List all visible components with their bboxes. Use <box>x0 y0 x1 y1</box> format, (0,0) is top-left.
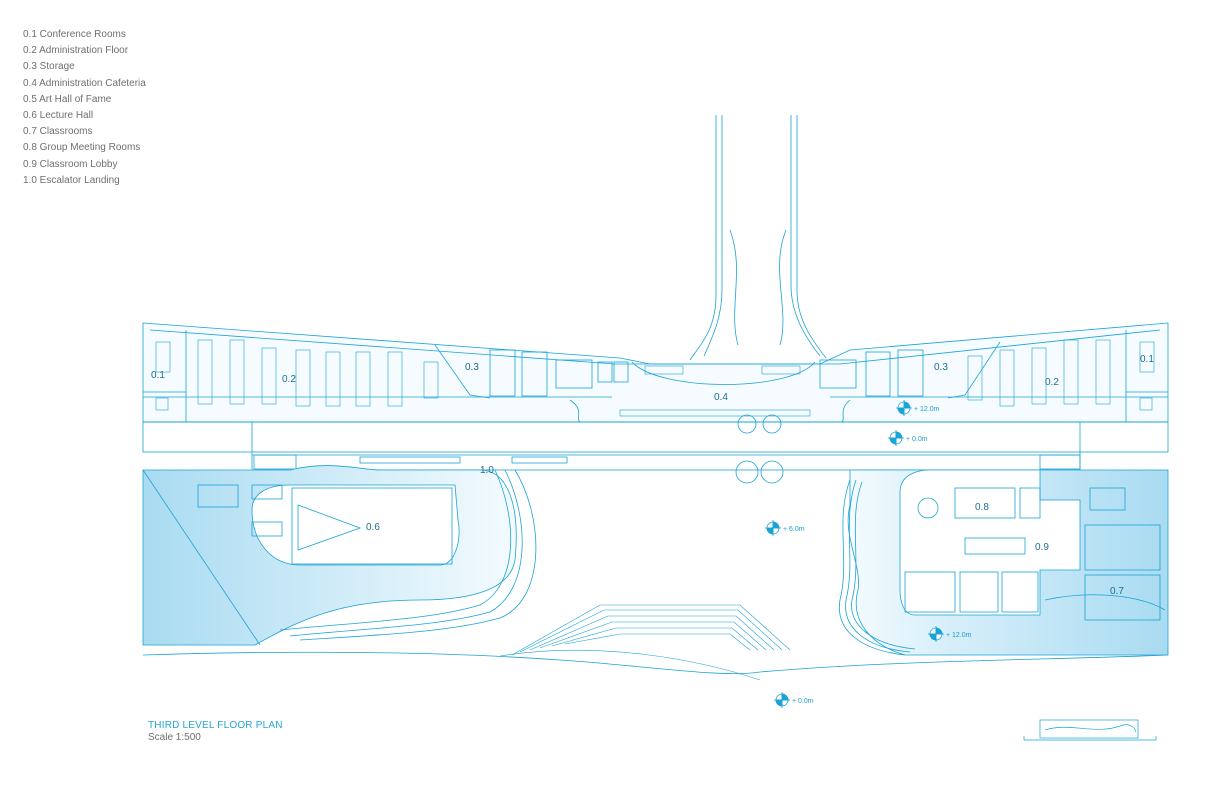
admin-block <box>142 322 1169 423</box>
level-label: + 6.0m <box>783 526 805 533</box>
legend-item: 1.0 Escalator Landing <box>23 174 120 186</box>
room-label: 1.0 <box>480 465 494 476</box>
legend-item: 0.9 Classroom Lobby <box>23 158 118 170</box>
level-label: + 12.0m <box>946 632 972 639</box>
legend-item: 0.2 Administration Floor <box>23 45 129 57</box>
room-label: 0.4 <box>714 392 728 403</box>
central-ramp <box>499 604 791 681</box>
room-label: 0.9 <box>1035 542 1049 553</box>
tower-ramp <box>689 115 827 361</box>
corridor-bridge <box>142 414 1169 484</box>
level-markers <box>765 400 944 708</box>
room-label: 0.2 <box>282 374 296 385</box>
plan-scale: Scale 1:500 <box>148 732 201 743</box>
room-label: 0.6 <box>366 522 380 533</box>
level-label: + 0.0m <box>906 436 928 443</box>
level-label: + 0.0m <box>792 698 814 705</box>
room-label: 0.1 <box>151 370 165 381</box>
room-label: 0.3 <box>465 362 479 373</box>
level-marker-icon <box>888 430 904 446</box>
right-wing <box>838 469 1169 656</box>
left-wing <box>142 465 537 646</box>
legend-item: 0.5 Art Hall of Fame <box>23 93 112 105</box>
legend-list: 0.1 Conference Rooms 0.2 Administration … <box>23 27 146 189</box>
key-plan <box>1023 719 1157 741</box>
room-label: 0.7 <box>1110 586 1124 597</box>
legend-item: 0.6 Lecture Hall <box>23 110 94 122</box>
level-marker-icon <box>774 692 790 708</box>
level-label: + 12.0m <box>914 406 940 413</box>
room-label: 0.3 <box>934 362 948 373</box>
site-outline <box>142 651 1169 675</box>
room-label: 0.8 <box>975 502 989 513</box>
legend-item: 0.4 Administration Cafeteria <box>23 77 146 89</box>
level-marker-icon <box>896 400 912 416</box>
plan-title: THIRD LEVEL FLOOR PLAN <box>148 720 283 731</box>
room-label: 0.2 <box>1045 377 1059 388</box>
level-marker-icon <box>765 520 781 536</box>
office-desks <box>155 339 1155 417</box>
legend-item: 0.7 Classrooms <box>23 126 93 138</box>
legend-item: 0.1 Conference Rooms <box>23 29 126 40</box>
level-marker-icon <box>928 626 944 642</box>
legend-item: 0.3 Storage <box>23 61 75 73</box>
room-label: 0.1 <box>1140 354 1154 365</box>
title-block: THIRD LEVEL FLOOR PLAN Scale 1:500 <box>148 720 283 743</box>
legend-item: 0.8 Group Meeting Rooms <box>23 142 141 154</box>
